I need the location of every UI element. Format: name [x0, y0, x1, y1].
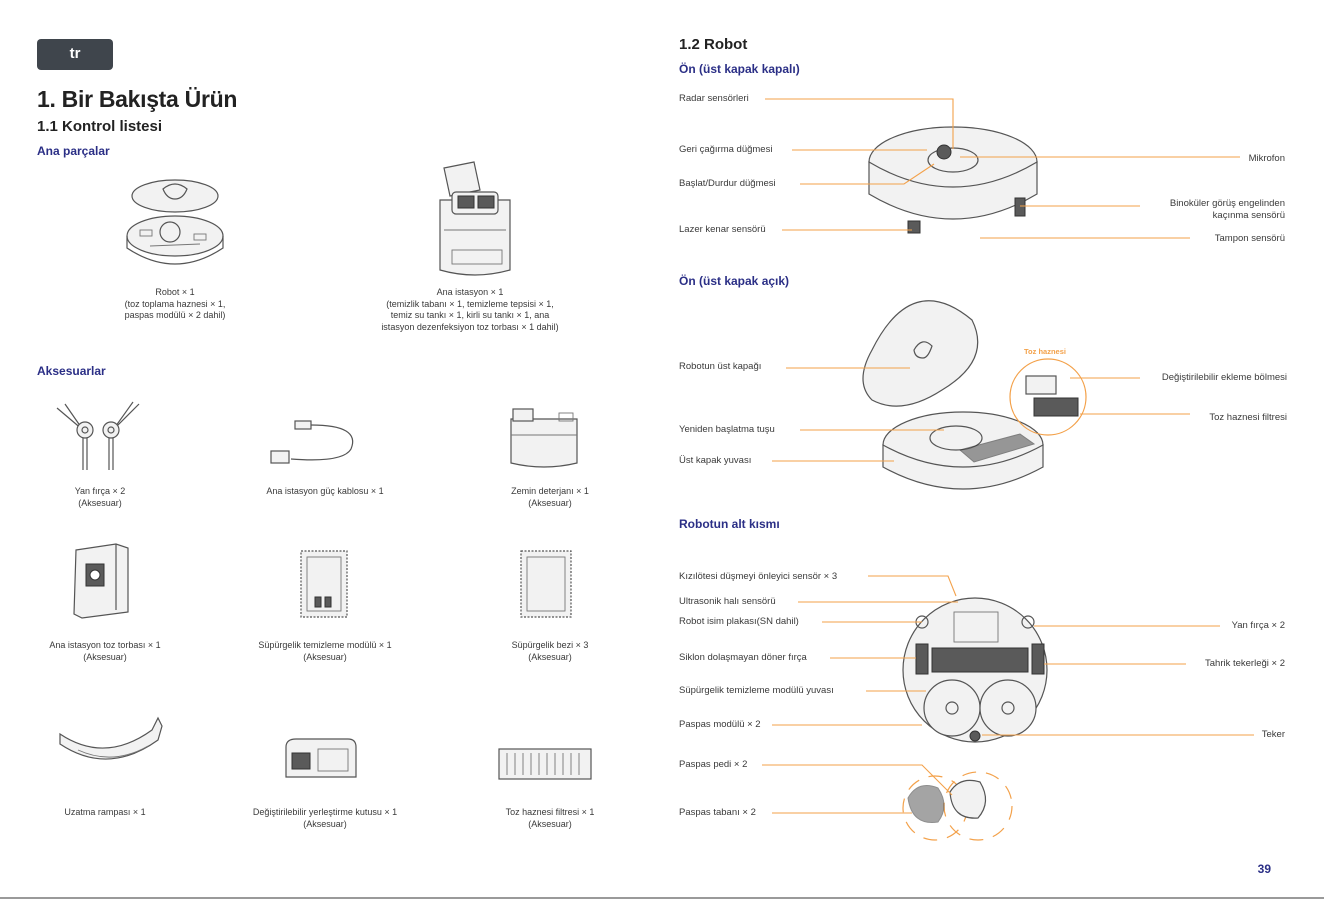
label-bumper-sensor: Tampon sensörü [1214, 233, 1285, 244]
label-caster-wheel: Teker [1261, 729, 1285, 740]
robot-bottom-diagram [762, 575, 1254, 841]
docking-box-icon [285, 738, 357, 778]
front-closed-heading: Ön (üst kapak kapalı) [679, 62, 800, 76]
label-start-stop-button: Başlat/Durdur düğmesi [679, 178, 776, 189]
robot-section-title: 1.2 Robot [679, 36, 748, 53]
robot-front-open-diagram [772, 300, 1190, 490]
label-baseboard-module-slot: Süpürgelik temizleme modülü yuvası [679, 685, 834, 696]
label-mop-base: Paspas tabanı × 2 [679, 807, 756, 818]
side-brush-icon [56, 401, 140, 470]
accessory-caption-2: Ana istasyon güç kablosu × 1 [266, 486, 384, 496]
label-microphone: Mikrofon [1248, 153, 1285, 164]
label-ultrasonic-sensor: Ultrasonik halı sensörü [679, 596, 776, 607]
accessory-caption-5: Süpürgelik temizleme modülü × 1 (Aksesua… [258, 640, 392, 662]
baseboard-cloth-icon [520, 550, 572, 618]
accessory-caption-1: Yan fırça × 2 (Aksesuar) [74, 486, 126, 508]
label-side-brush: Yan fırça × 2 [1231, 620, 1285, 631]
label-mop-pad: Paspas pedi × 2 [679, 759, 748, 770]
label-radar-sensors: Radar sensörleri [679, 93, 749, 104]
page-number: 39 [1257, 862, 1271, 876]
dust-bag-icon [73, 543, 129, 619]
label-dust-bin: Toz haznesi [1024, 347, 1066, 356]
accessory-caption-6: Süpürgelik bezi × 3 (Aksesuar) [511, 640, 589, 662]
label-restart-key: Yeniden başlatma tuşu [679, 424, 775, 435]
label-ir-cliff-sensor: Kızılötesi düşmeyi önleyici sensör × 3 [679, 571, 838, 582]
accessory-caption-9: Toz haznesi filtresi × 1 (Aksesuar) [505, 807, 595, 829]
main-parts-heading: Ana parçalar [37, 144, 110, 158]
label-recall-button: Geri çağırma düğmesi [679, 144, 773, 155]
dust-filter-icon [498, 748, 592, 780]
page-title: 1. Bir Bakışta Ürün [37, 86, 238, 112]
accessory-caption-8: Değiştirilebilir yerleştirme kutusu × 1 … [252, 807, 398, 829]
label-top-cover-slot: Üst kapak yuvası [679, 455, 752, 466]
accessory-caption-4: Ana istasyon toz torbası × 1 (Aksesuar) [49, 640, 161, 662]
power-cable-icon [270, 420, 354, 464]
label-laser-edge-sensor: Lazer kenar sensörü [679, 224, 766, 235]
accessories-heading: Aksesuarlar [37, 364, 106, 378]
label-main-brush: Siklon dolaşmayan döner fırça [679, 652, 807, 663]
station-caption: Ana istasyon × 1 (temizlik tabanı × 1, t… [381, 287, 559, 332]
bottom-heading: Robotun alt kısmı [679, 517, 780, 531]
label-top-cover: Robotun üst kapağı [679, 361, 762, 372]
label-binocular-sensor: Binoküler görüş engelinden kaçınma sensö… [1169, 198, 1285, 221]
robot-caption: Robot × 1 (toz toplama haznesi × 1, pasp… [124, 287, 226, 320]
robot-front-closed-diagram [765, 98, 1240, 239]
label-dust-filter: Toz haznesi filtresi [1209, 412, 1287, 423]
baseboard-module-icon [300, 550, 348, 618]
label-replaceable-module: Değiştirilebilir ekleme bölmesi [1161, 372, 1287, 383]
language-badge: tr [37, 39, 113, 70]
accessory-caption-7: Uzatma rampası × 1 [64, 807, 146, 817]
robot-illustration [126, 179, 224, 265]
page-bottom-rule [0, 897, 1324, 899]
label-drive-wheels: Tahrik tekerleği × 2 [1205, 658, 1285, 669]
accessory-caption-3: Zemin deterjanı × 1 (Aksesuar) [511, 486, 589, 508]
front-open-heading: Ön (üst kapak açık) [679, 274, 790, 288]
floor-detergent-icon [510, 408, 578, 468]
base-station-illustration [439, 161, 511, 276]
section-title-checklist: 1.1 Kontrol listesi [37, 118, 163, 135]
label-nameplate: Robot isim plakası(SN dahil) [679, 616, 799, 627]
label-mop-module: Paspas modülü × 2 [679, 719, 761, 730]
extension-ramp-icon [59, 716, 163, 760]
